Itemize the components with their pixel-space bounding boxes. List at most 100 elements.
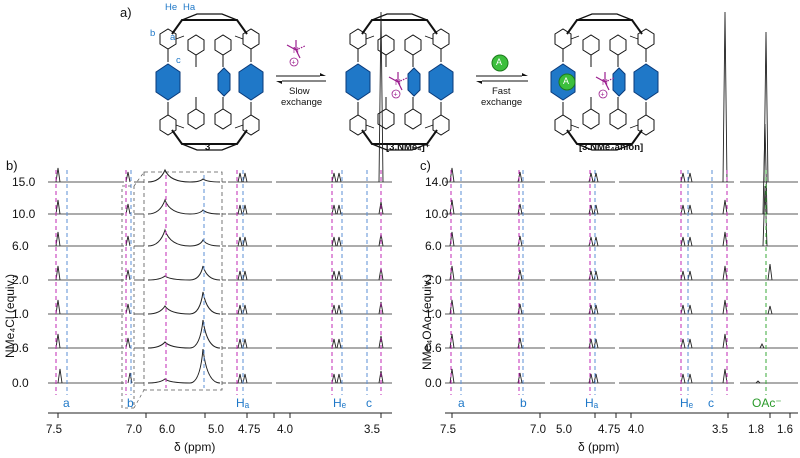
panel-b-peak-4-2: [237, 304, 243, 315]
panel-b-equiv-6: 0.0: [12, 376, 29, 390]
compound-nme4-label: [3.NMe₄]⁺: [386, 142, 430, 153]
panel-c-equiv-4: 1.0: [425, 307, 442, 321]
fast-exchange-line1: Fast: [492, 86, 511, 97]
panel-b-peak-1-0: [55, 199, 61, 215]
panel-c-peak-3-6: [722, 265, 728, 281]
panel-b-peak-5-2: [237, 338, 243, 349]
panel-b-peak-6-6: [378, 370, 384, 384]
panel-c-tick-label-3: 4.75: [598, 424, 621, 436]
panel-b-peak-label-4: c: [366, 396, 372, 410]
panel-b-equiv-5: 0.6: [12, 341, 29, 355]
panel-b-tick-label-1: 7.0: [126, 424, 142, 436]
panel-c-label: c): [420, 158, 431, 173]
panel-b-peak-0-2: [237, 172, 243, 183]
panel-b-peak-4-4: [331, 304, 337, 315]
panel-b-peak-3-2: [237, 270, 243, 281]
panel-c-tick-label-5: 3.5: [712, 424, 728, 436]
panel-b-peak-6-4: [331, 373, 337, 384]
panel-b-peak-5-6: [378, 335, 384, 349]
panel-b-peak-5-4: [331, 338, 337, 349]
panel-b-peak-6-0: [57, 368, 63, 384]
panel-c-peak-label-5: OAc⁻: [752, 396, 782, 410]
panel-c-peak-6-6: [722, 368, 728, 384]
panel-c-peak-4-4: [680, 304, 686, 315]
panel-b-xlabel: δ (ppm): [174, 440, 216, 454]
panel-c-peak-1-5: [687, 204, 693, 215]
panel-b-peak-1-5: [336, 204, 342, 215]
panel-b-equiv-4: 1.0: [12, 307, 29, 321]
panel-c-peak-1-3: [593, 204, 599, 215]
panel-b-peak-3-5: [336, 270, 342, 281]
panel-c-peak-2-6: [722, 231, 728, 247]
panel-a-label: a): [120, 5, 132, 20]
panel-b-equiv-2: 6.0: [12, 239, 29, 253]
atom-label-c: c: [176, 55, 181, 66]
panel-c-peak-5-6: [722, 333, 728, 349]
panel-b-inset-trace-5: [147, 319, 221, 349]
panel-c-xlabel: δ (ppm): [578, 440, 620, 454]
panel-b-peak-2-1: [125, 235, 131, 247]
panel-b-zoom-box: [121, 185, 135, 409]
panel-b-zoom-link-top: [133, 171, 145, 187]
panel-b-peak-4-1: [125, 303, 131, 315]
panel-c-peak-1-6: [722, 199, 728, 215]
panel-c-oac-peak-5: [759, 342, 765, 349]
panel-b-peak-6-3: [242, 373, 248, 384]
panel-b-peak-4-0: [55, 299, 61, 315]
panel-b-peak-6-1: [127, 372, 133, 384]
panel-b-peak-0-5: [336, 172, 342, 183]
panel-c-oac-peak-6: [755, 380, 761, 384]
slow-exchange-line1: Slow: [289, 86, 310, 97]
panel-b-peak-0-4: [331, 172, 337, 183]
panel-b-peak-0-3: [242, 172, 248, 183]
panel-b-peak-1-2: [237, 204, 243, 215]
panel-b-peak-2-0: [55, 231, 61, 247]
equilibrium-arrow-fast: [476, 73, 528, 84]
panel-c-peak-6-5: [687, 373, 693, 384]
panel-b-peak-label-0: a: [63, 396, 70, 410]
panel-b-peak-5-0: [55, 333, 61, 349]
panel-c-peak-6-1: [517, 372, 523, 384]
panel-c-peak-label-0: a: [458, 396, 465, 410]
panel-b-inset-box: [143, 171, 223, 391]
compound-3-label: 3: [205, 142, 211, 153]
atom-label-b: b: [150, 28, 156, 39]
compound-nme4-anion-label: [3.NMe₄anion]: [579, 142, 644, 153]
panel-b-peak-0-0: [55, 167, 61, 183]
panel-c-peak-4-5: [687, 304, 693, 315]
panel-b-tick-label-4: 4.75: [238, 424, 261, 436]
panel-c-peak-0-6: [722, 11, 728, 183]
panel-b-tick-label-2: 6.0: [159, 424, 175, 436]
panel-c-tick-label-2: 5.0: [556, 424, 572, 436]
panel-c-peak-5-4: [680, 338, 686, 349]
equilibrium-arrow-slow: [276, 73, 326, 84]
panel-c-tick-label-6: 1.8: [748, 424, 764, 436]
panel-c-equiv-6: 0.0: [425, 376, 442, 390]
panel-c-equiv-0: 14.0: [425, 175, 449, 189]
cage-nme4-anion-structure: [550, 13, 659, 151]
panel-b-peak-2-5: [336, 236, 342, 247]
fast-exchange-line2: exchange: [481, 97, 523, 108]
panel-c-peak-label-1: b: [520, 396, 527, 410]
panel-b-peak-2-2: [237, 236, 243, 247]
panel-c-tick-label-1: 7.0: [530, 424, 546, 436]
panel-c-peak-2-4: [680, 236, 686, 247]
panel-c-equiv-1: 10.0: [425, 207, 449, 221]
panel-b-peak-3-4: [331, 270, 337, 281]
panel-b-peak-4-3: [242, 304, 248, 315]
panel-b-peak-0-6: [378, 11, 384, 183]
panel-c-tick-label-0: 7.5: [440, 424, 456, 436]
panel-b-inset-trace-3: [147, 265, 221, 281]
panel-c-peak-4-0: [449, 299, 455, 315]
panel-c-tick-label-4: 4.0: [628, 424, 644, 436]
panel-c-peak-1-4: [680, 204, 686, 215]
panel-b-peak-4-6: [378, 301, 384, 315]
panel-b-tick-label-0: 7.5: [46, 424, 62, 436]
panel-b-peak-6-2: [237, 373, 243, 384]
panel-b-tick-label-6: 3.5: [364, 424, 380, 436]
atom-label-he: He: [165, 2, 178, 13]
panel-b-peak-4-5: [336, 304, 342, 315]
panel-c-peak-0-4: [680, 172, 686, 183]
cage-structure-diagrams: N +: [155, 13, 659, 151]
panel-c-equiv-3: 2.0: [425, 273, 442, 287]
